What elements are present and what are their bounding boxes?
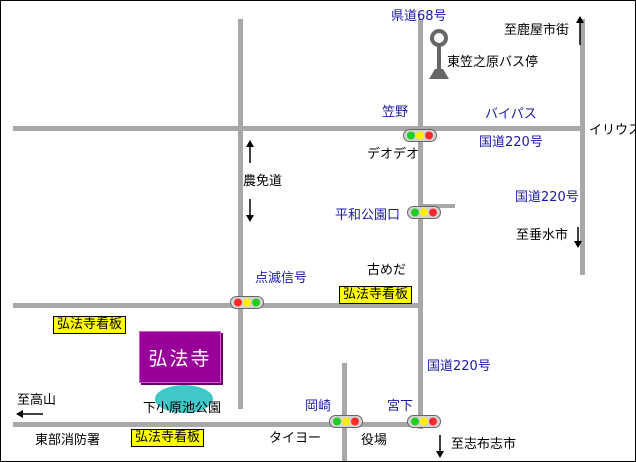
- label-park: 下小原池公園: [143, 401, 222, 416]
- road-heiwa-spur: [421, 204, 455, 208]
- traffic-signal-icon: [407, 415, 441, 428]
- label-city-hall: 役場: [361, 433, 388, 448]
- label-route220-right: 国道220号: [515, 190, 579, 205]
- traffic-signal-icon: [407, 206, 441, 219]
- label-fire-station: 東部消防署: [35, 433, 101, 448]
- label-bypass: バイパス: [485, 107, 537, 122]
- road-okazaki-vertical: [342, 363, 347, 461]
- arrow-down-icon: [574, 227, 582, 248]
- signboard-center: 弘法寺看板: [339, 286, 413, 304]
- label-farm-road: 農免道: [243, 174, 283, 189]
- road-kasano-horizontal: [13, 126, 585, 131]
- label-bus-stop: 東笠之原バス停: [447, 55, 539, 70]
- arrow-up-icon: [246, 140, 254, 163]
- pond-shape: [155, 385, 213, 413]
- label-irious: イリウス: [589, 123, 636, 138]
- label-route220-upper: 国道220号: [479, 135, 543, 150]
- signboard-left: 弘法寺看板: [53, 316, 127, 334]
- road-tenmetsu-horizontal: [13, 303, 423, 308]
- traffic-signal-icon: [403, 129, 437, 142]
- road-farm-vertical: [238, 19, 243, 409]
- label-route68: 県道68号: [391, 9, 447, 24]
- road-bottom-horizontal: [13, 422, 435, 427]
- label-to-kanoya: 至鹿屋市街: [504, 23, 570, 38]
- label-heiwa-park: 平和公園口: [335, 208, 401, 223]
- kobo-ji-temple: 弘法寺: [139, 331, 221, 383]
- label-miyashita: 宮下: [387, 399, 414, 414]
- arrow-left-icon: [16, 410, 43, 418]
- road-route220-vertical: [418, 19, 423, 429]
- arrow-up-icon: [576, 16, 584, 45]
- traffic-signal-icon: [230, 296, 264, 309]
- label-deodeo: デオデオ: [367, 147, 420, 162]
- bus-stop-icon: [429, 29, 449, 79]
- label-okazaki: 岡崎: [305, 399, 332, 414]
- traffic-signal-icon: [329, 415, 363, 428]
- label-route220-lower: 国道220号: [427, 359, 491, 374]
- label-to-tarumizu: 至垂水市: [516, 228, 569, 243]
- road-route68-vertical: [580, 19, 585, 275]
- label-to-takayama: 至高山: [17, 393, 57, 408]
- label-kasano: 笠野: [382, 105, 409, 120]
- signboard-bottom: 弘法寺看板: [131, 429, 205, 447]
- arrow-down-icon: [436, 435, 444, 458]
- label-taiyo: タイヨー: [269, 431, 322, 446]
- label-tenmetsu: 点滅信号: [255, 271, 308, 286]
- arrow-down-icon: [246, 199, 254, 222]
- label-komeda: 古めだ: [367, 263, 407, 278]
- label-to-shibushi: 至志布志市: [451, 437, 517, 452]
